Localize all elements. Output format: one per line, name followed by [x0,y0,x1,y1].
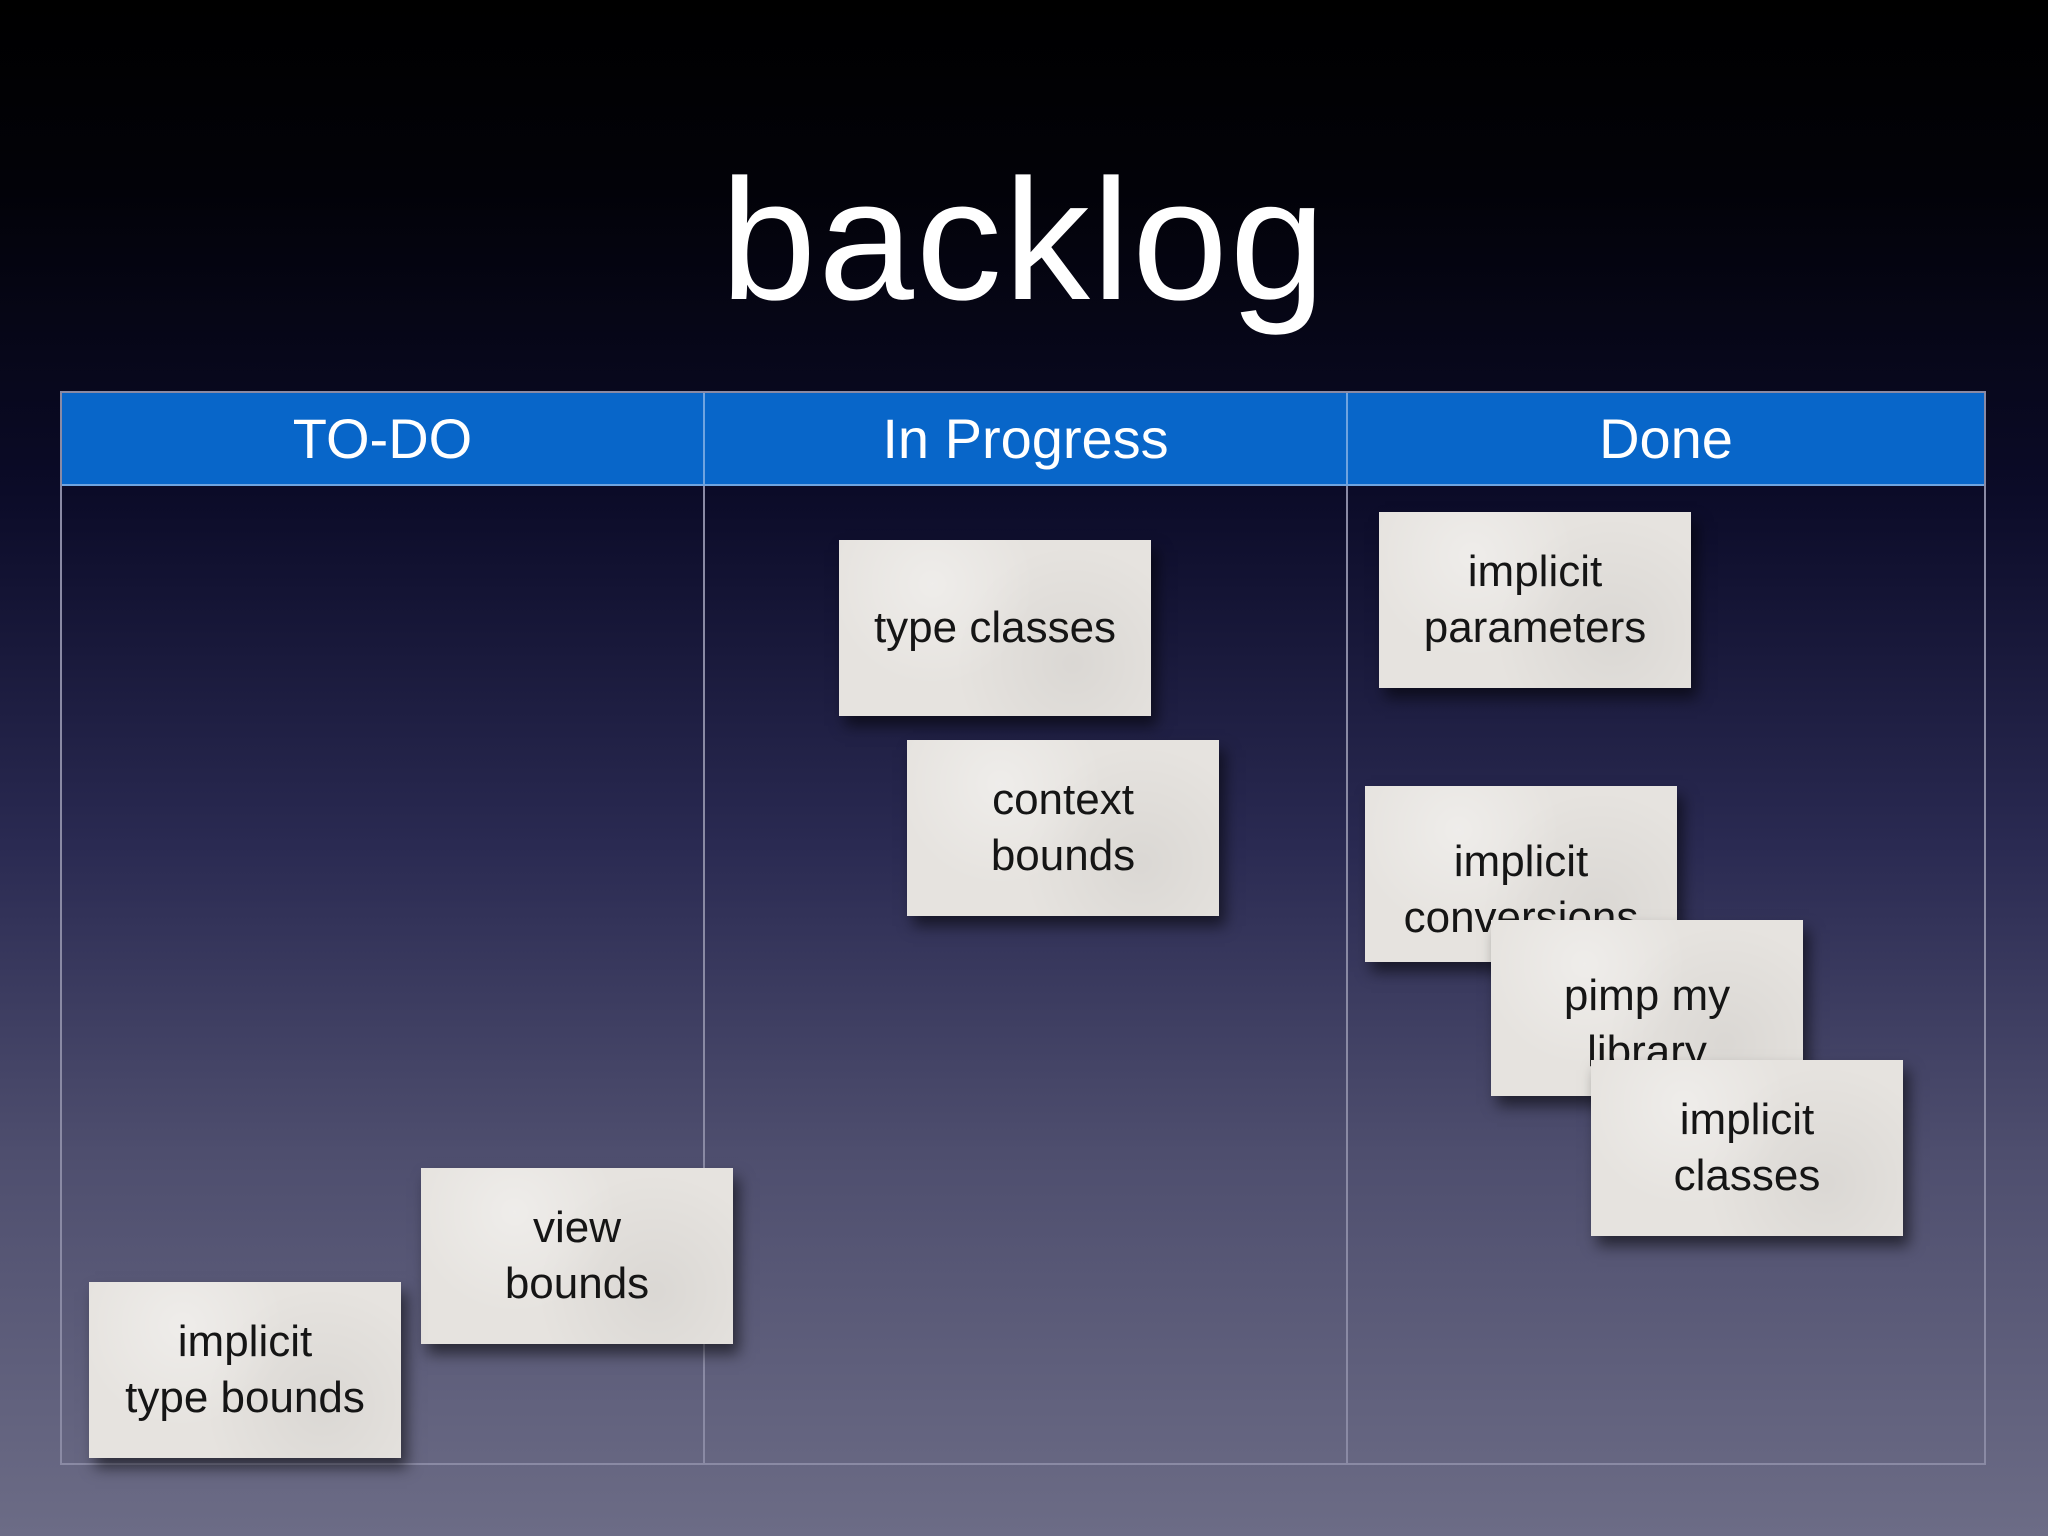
card-implicit-type-bounds[interactable]: implicit type bounds [89,1282,401,1458]
card-implicit-conversions[interactable]: implicit conversions [1365,786,1677,962]
card-view-bounds[interactable]: view bounds [421,1168,733,1344]
column-header-in-progress: In Progress [882,407,1169,470]
card-label: implicit parameters [1423,547,1647,652]
board-header: TO-DO In Progress Done [62,393,1984,486]
card-type-classes[interactable]: type classes [839,540,1151,716]
card-label: view bounds [504,1203,650,1308]
column-header-todo: TO-DO [292,407,473,470]
card-label: context bounds [990,775,1136,880]
card-label: implicit type bounds [125,1317,365,1422]
card-label: type classes [873,603,1117,652]
card-implicit-classes[interactable]: implicit classes [1591,1060,1903,1236]
column-header-done: Done [1599,407,1733,470]
column-divider [703,393,705,1463]
card-label: implicit conversions [1403,836,1639,942]
header-divider [703,393,705,486]
card-context-bounds[interactable]: context bounds [907,740,1219,916]
card-implicit-parameters[interactable]: implicit parameters [1379,512,1691,688]
kanban-board: TO-DO In Progress Done [60,391,1986,1465]
header-divider [1346,393,1348,486]
card-label: implicit classes [1673,1095,1821,1200]
slide-title: backlog [720,144,1328,336]
column-divider [1346,393,1348,1463]
